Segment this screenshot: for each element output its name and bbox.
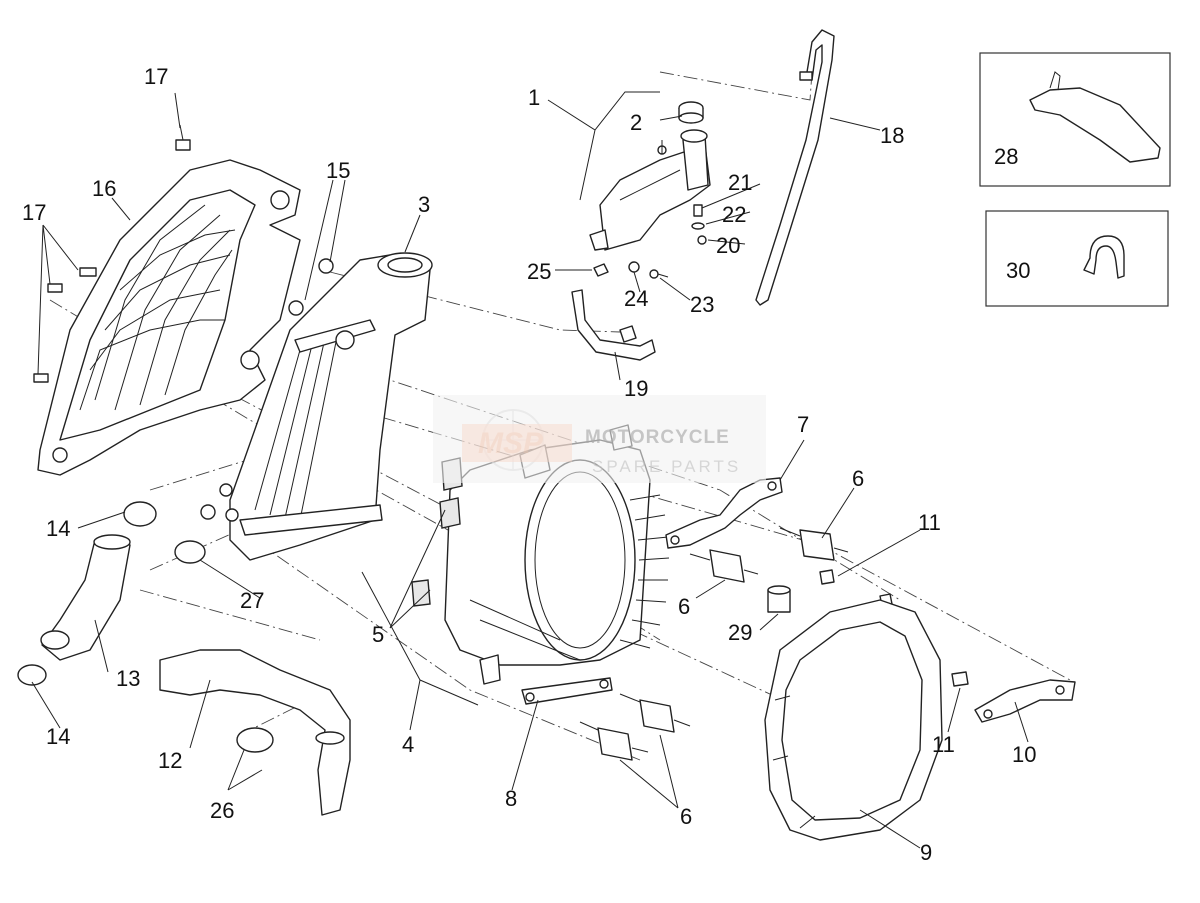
overflow-hose-part-19 [571, 289, 656, 361]
bracket-part-7 [665, 477, 783, 549]
lower-hose-part-12 [159, 649, 351, 816]
callout-26: 26 [210, 798, 234, 823]
callout-25: 25 [527, 259, 551, 284]
watermark-line2: SPARE PARTS [592, 457, 741, 476]
callout-11b: 11 [932, 732, 955, 757]
callout-27: 27 [240, 588, 264, 613]
rubber-mount-part-6 [579, 527, 849, 761]
breather-tube-part-18 [755, 29, 835, 306]
callout-5: 5 [372, 622, 384, 647]
small-fittings-parts-20-25 [593, 204, 707, 279]
callout-22: 22 [722, 202, 746, 227]
callout-10: 10 [1012, 742, 1036, 767]
tank-cap-part-2 [678, 101, 704, 124]
callout-1: 1 [528, 85, 540, 110]
callout-18: 18 [880, 123, 904, 148]
callout-15: 15 [326, 158, 350, 183]
callout-30: 30 [1006, 258, 1030, 283]
callout-28: 28 [994, 144, 1018, 169]
callout-6b: 6 [678, 594, 690, 619]
callout-23: 23 [690, 292, 714, 317]
callout-24: 24 [624, 286, 648, 311]
callout-6c: 6 [680, 804, 692, 829]
callout-7: 7 [797, 412, 809, 437]
bolt-part-17 [33, 124, 191, 383]
callout-6a: 6 [852, 466, 864, 491]
watermark: MSP MOTORCYCLE SPARE PARTS [433, 395, 766, 483]
callout-12: 12 [158, 748, 182, 773]
callout-11a: 11 [918, 510, 941, 535]
callout-14b: 14 [46, 724, 70, 749]
hose-clamp-part-26 [236, 727, 274, 753]
callout-16: 16 [92, 176, 116, 201]
callout-17a: 17 [144, 64, 168, 89]
callout-13: 13 [116, 666, 140, 691]
fan-shroud-part-4 [444, 424, 670, 685]
watermark-line1: MOTORCYCLE [585, 427, 730, 448]
inset-box-part-30 [985, 210, 1169, 307]
watermark-logo: MSP [478, 427, 544, 460]
mount-plate-part-8 [521, 677, 613, 705]
expansion-tank-part-1 [589, 129, 711, 251]
grommet-part-15 [200, 258, 334, 520]
fan-cover-part-9 [764, 599, 943, 841]
callout-21: 21 [728, 170, 752, 195]
callout-4: 4 [402, 732, 414, 757]
inset-box-part-28 [979, 52, 1171, 187]
callout-9: 9 [920, 840, 932, 865]
bracket-part-10 [974, 679, 1076, 723]
callout-8: 8 [505, 786, 517, 811]
callout-29: 29 [728, 620, 752, 645]
spacer-part-29 [767, 585, 791, 613]
hose-clamp-part-14 [17, 501, 157, 686]
hose-clamp-part-27 [174, 540, 206, 564]
callout-19: 19 [624, 376, 648, 401]
callout-20: 20 [716, 233, 740, 258]
callout-17b: 17 [22, 200, 46, 225]
callout-3: 3 [418, 192, 430, 217]
callout-14a: 14 [46, 516, 70, 541]
radiator-part-3 [219, 252, 433, 561]
callout-labels: 1 2 3 4 5 6 6 6 7 8 9 10 11 11 12 13 14 … [22, 64, 1036, 865]
upper-hose-part-13 [40, 534, 131, 661]
callout-2: 2 [630, 110, 642, 135]
leader-lines [31, 91, 1029, 849]
radiator-cover-part-16 [37, 159, 301, 476]
